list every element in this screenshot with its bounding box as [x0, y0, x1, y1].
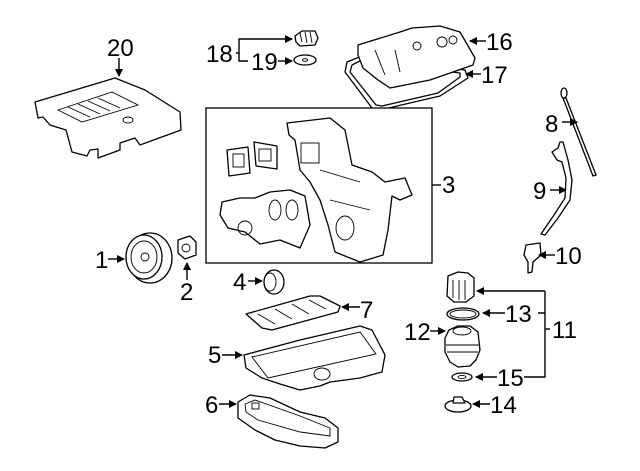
callout-3: 3 [442, 172, 455, 199]
part-filler-cap-gasket[interactable] [293, 54, 317, 66]
callout-16: 16 [486, 29, 513, 56]
part-drain-plug[interactable] [444, 396, 472, 413]
callout-12: 12 [404, 319, 431, 346]
callout-7: 7 [360, 297, 373, 324]
callout-20: 20 [107, 35, 134, 62]
leader-11-bracket [524, 291, 546, 378]
part-housing-o-ring[interactable] [446, 307, 480, 321]
callout-13: 13 [505, 301, 532, 328]
part-upper-oil-pan[interactable] [243, 325, 386, 391]
part-crankshaft-pulley[interactable] [125, 232, 173, 284]
callout-19: 19 [251, 49, 278, 76]
part-drain-plug-gasket[interactable] [451, 372, 473, 382]
part-engine-cover[interactable] [34, 77, 182, 159]
part-oil-filter-housing[interactable] [444, 325, 481, 368]
part-lower-oil-pan[interactable] [237, 394, 339, 449]
leader-18-branch [238, 53, 248, 62]
callout-8: 8 [545, 111, 558, 138]
leader-18 [236, 35, 293, 54]
callout-1: 1 [95, 247, 108, 274]
callout-2: 2 [180, 279, 193, 306]
callout-10: 10 [555, 243, 582, 270]
part-valve-cover[interactable] [357, 25, 476, 89]
callout-17: 17 [481, 62, 508, 89]
callout-15: 15 [497, 365, 524, 392]
part-oil-pressure-sender[interactable] [523, 242, 542, 274]
part-pulley-bolt[interactable] [177, 235, 197, 260]
callout-9: 9 [533, 178, 546, 205]
callout-18: 18 [206, 41, 233, 68]
callout-5: 5 [208, 342, 221, 369]
part-timing-cover[interactable] [286, 117, 413, 263]
part-oil-filler-cap[interactable] [294, 30, 319, 47]
callout-6: 6 [205, 392, 218, 419]
callout-14: 14 [490, 392, 517, 419]
part-timing-cover-gasket-b[interactable] [253, 141, 278, 170]
callout-11: 11 [552, 317, 577, 344]
part-dipstick-tube[interactable] [540, 141, 573, 236]
part-water-pump[interactable] [219, 189, 311, 249]
part-dipstick[interactable] [560, 87, 597, 177]
callout-4: 4 [233, 269, 246, 296]
part-front-seal[interactable] [263, 269, 285, 295]
part-oil-baffle[interactable] [245, 295, 341, 331]
part-timing-cover-gasket-a[interactable] [226, 146, 251, 177]
part-oil-filter-element[interactable] [446, 271, 475, 303]
